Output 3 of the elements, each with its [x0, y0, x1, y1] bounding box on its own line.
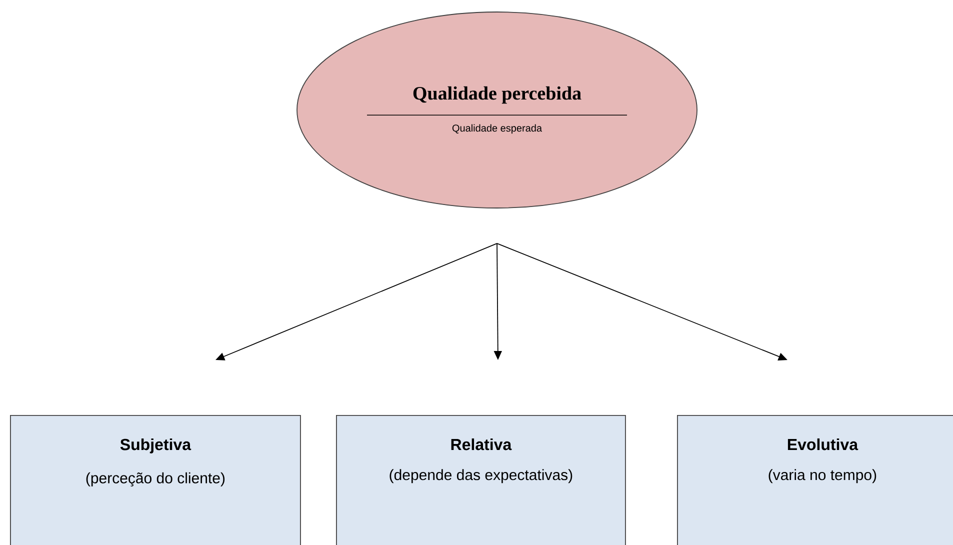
text-box: Subjetiva (perceção do cliente) — [10, 415, 301, 545]
text-box: Relativa (depende das expectativas) — [336, 415, 626, 545]
text-box: Evolutiva (varia no tempo) — [677, 415, 953, 545]
